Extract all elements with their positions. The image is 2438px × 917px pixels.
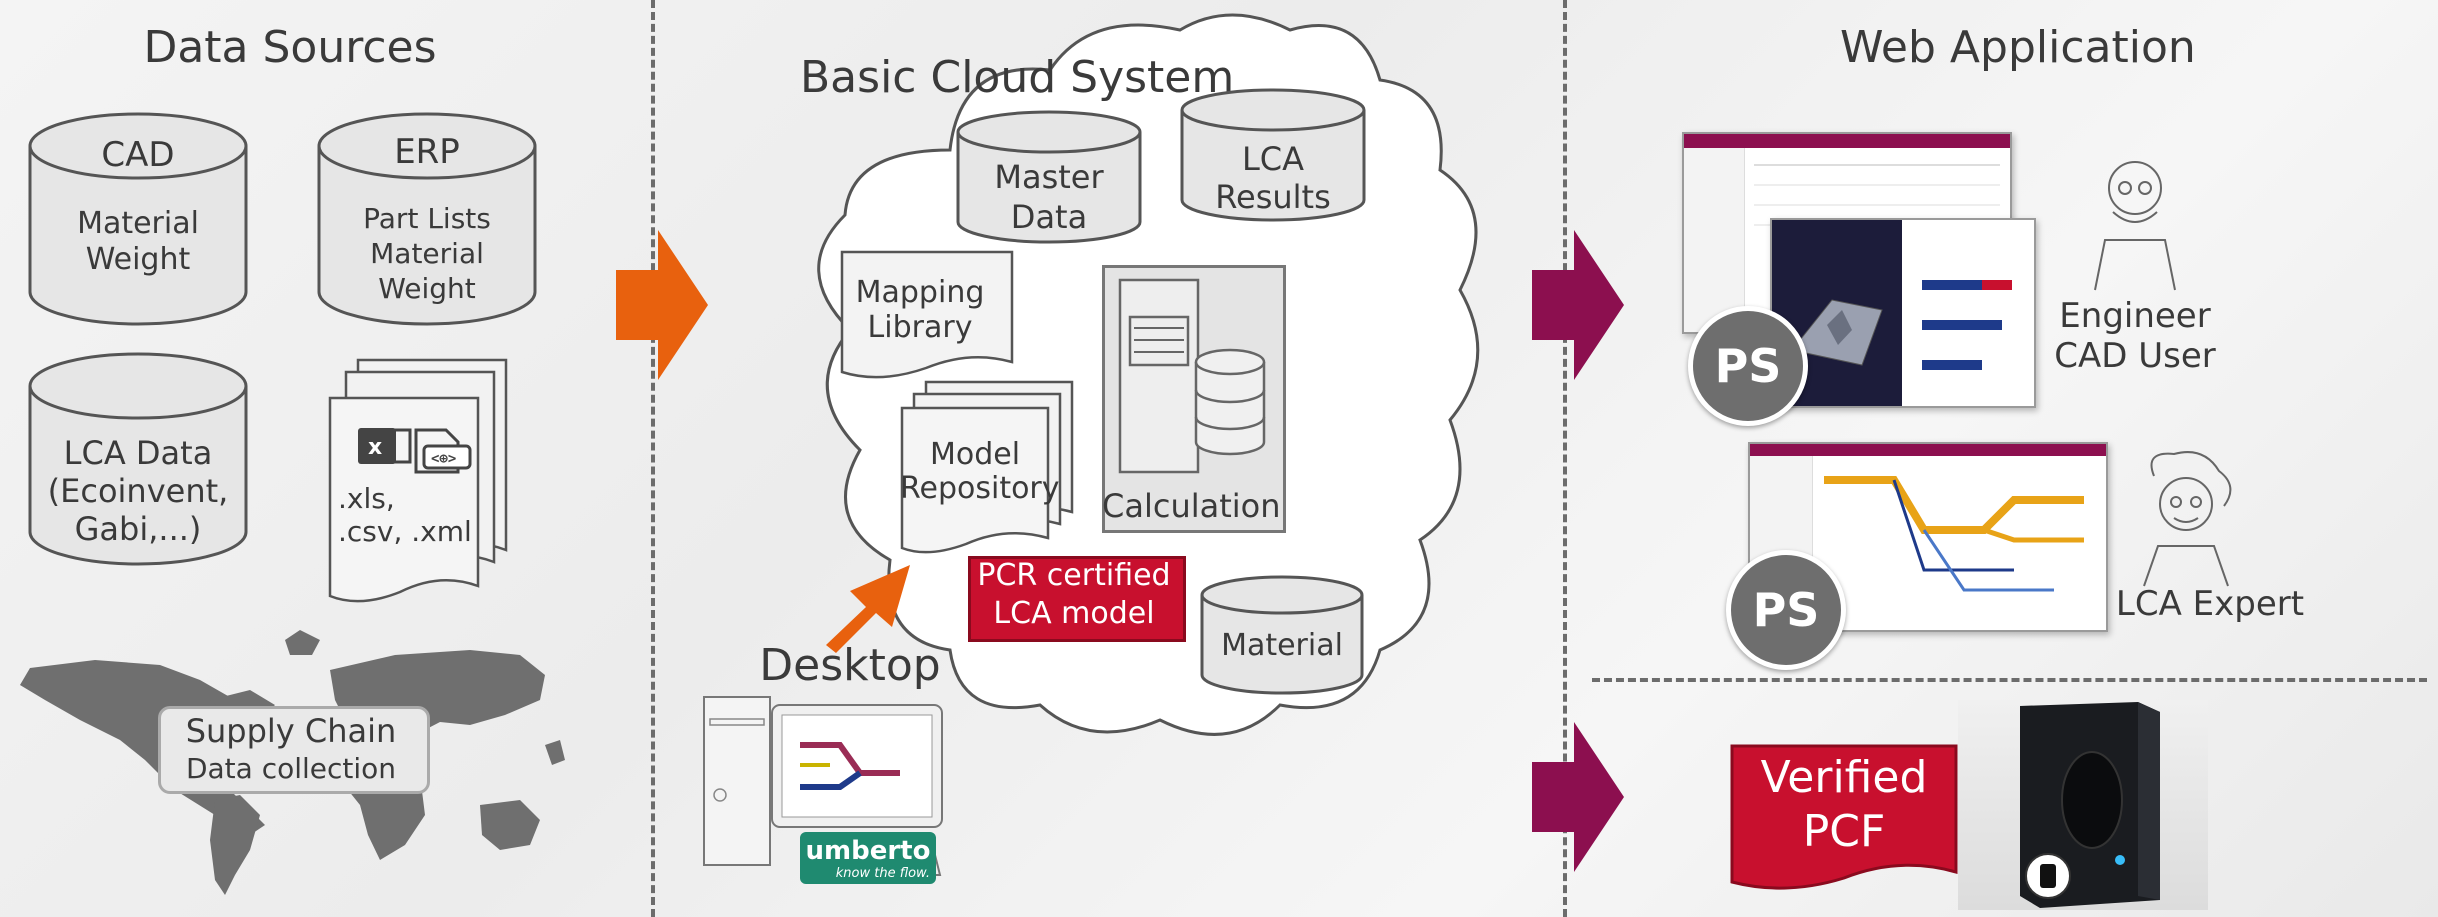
separator-horizontal [1592,678,2427,682]
master-data-database-icon [956,110,1142,244]
lca-data-label: LCA Data [63,434,213,472]
ps-badge-bottom: PS [1726,550,1846,670]
material-database-icon [1200,575,1364,695]
cad-viewer-screenshot [1770,218,2036,408]
lca-results-line-1: LCA [1241,140,1305,178]
lca-data-content-1: (Ecoinvent, [47,472,229,510]
file-types-line-2: .csv, .xml [338,515,472,548]
data-sources-title: Data Sources [143,22,437,73]
erp-content-2: Material [370,237,484,270]
umberto-tagline: know the flow. [835,866,930,881]
verified-pcf-line-1: Verified [1760,752,1928,803]
master-data-line-2: Data [1010,198,1088,236]
cad-content-1: Material [77,206,199,241]
separator-right [1563,0,1567,917]
lca-results-database-icon [1180,88,1366,222]
erp-label: ERP [394,132,460,172]
umberto-name: umberto [805,836,931,866]
separator-left [651,0,655,917]
ps-badge-top: PS [1688,306,1808,426]
magenta-arrow-right-bottom-icon [1532,722,1624,872]
engineer-avatar-icon [2094,161,2176,291]
model-repository-line-1: Model [929,437,1021,472]
magenta-arrow-right-top-icon [1532,230,1624,380]
master-data-line-1: Master [994,158,1104,196]
orange-arrow-up-right-icon [826,565,910,653]
cad-content-2: Weight [85,242,191,277]
lca-results-line-2: Results [1215,178,1331,216]
lca-data-database-icon [28,352,248,566]
erp-content-1: Part Lists [363,202,491,235]
material-label: Material [1221,628,1343,663]
engineer-line-1: Engineer [2059,296,2211,336]
lca-expert-label: LCA Expert [2115,584,2305,624]
supply-chain-box [158,706,430,794]
web-app-title: Web Application [1840,22,2196,73]
pcr-line-1: PCR certified [977,558,1171,593]
mapping-library-line-1: Mapping [855,275,985,310]
erp-content-3: Weight [378,272,476,305]
erp-database-icon [317,112,537,326]
svg-text:x: x [368,435,382,460]
engineer-line-2: CAD User [2054,336,2216,376]
desktop-label: Desktop [759,640,941,691]
pcr-certified-box [968,556,1186,642]
cad-database-icon [28,112,248,326]
lca-expert-avatar-icon [2143,451,2232,587]
lca-data-content-2: Gabi,...) [74,510,202,548]
verified-pcf-banner [1730,744,1958,890]
model-repository-line-2: Repository [900,471,1060,506]
mapping-library-line-2: Library [867,310,973,345]
mapping-library-document-icon [840,250,1014,379]
mouse-product-box-icon [2020,702,2160,908]
cloud-title: Basic Cloud System [800,52,1235,103]
file-stack-icon: x <⊕> [328,358,508,603]
verified-pcf-line-2: PCF [1802,806,1886,857]
pcr-line-2: LCA model [993,596,1155,631]
model-repository-document-stack-icon [900,380,1074,554]
server-icon [1118,278,1266,474]
cad-label: CAD [101,135,175,175]
umberto-logo [800,832,936,884]
calculation-label: Calculation [1102,487,1281,525]
orange-arrow-right-icon [616,230,708,380]
supply-chain-title: Supply Chain [185,712,397,750]
file-types-line-1: .xls, [338,482,395,515]
svg-text:<⊕>: <⊕> [431,451,456,467]
supply-chain-subtitle: Data collection [185,752,397,785]
